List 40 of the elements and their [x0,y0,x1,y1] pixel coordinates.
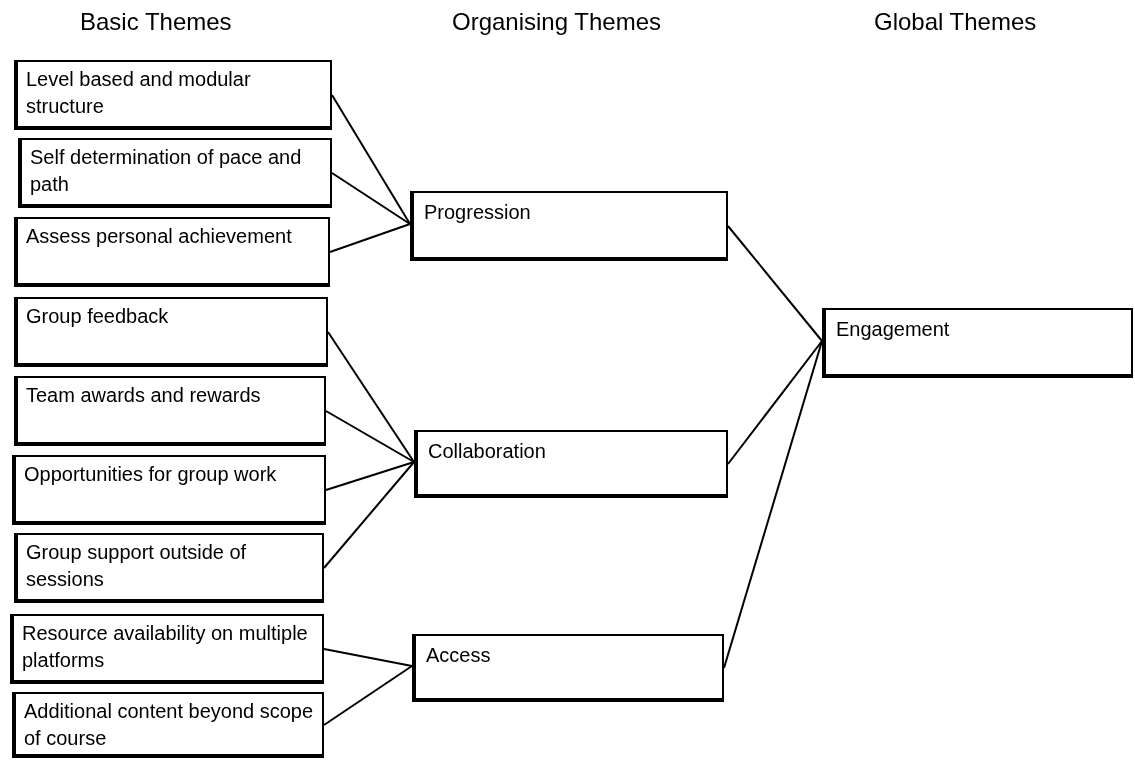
connector-line [325,410,415,463]
theme-box [414,430,728,498]
connector-line [727,225,823,342]
theme-text: Group feedback [26,304,170,329]
connector-line [327,331,415,463]
theme-text: Collaboration [428,439,547,464]
theme-box [12,692,324,758]
theme-box [12,455,326,525]
theme-text: Self determination of pace and path [30,145,303,197]
connector-line [323,648,413,667]
connector-line [727,340,823,465]
connector-line [323,665,413,726]
theme-box [10,614,324,684]
connector-line [323,461,415,569]
theme-box [822,308,1133,378]
theme-box [14,533,324,603]
theme-text: Additional content beyond scope of course [24,699,315,751]
theme-text: Level based and modular structure [26,67,252,119]
theme-box [18,138,332,208]
theme-box [14,60,332,130]
theme-text: Team awards and rewards [26,383,262,408]
theme-text: Group support outside of sessions [26,540,248,592]
theme-box [14,297,328,367]
theme-text: Opportunities for group work [24,462,278,487]
column-heading: Organising Themes [452,8,661,36]
connector-line [329,223,411,253]
connector-line [325,461,415,491]
column-heading: Global Themes [874,8,1037,36]
theme-box [14,376,326,446]
theme-text: Engagement [836,317,951,342]
column-heading: Basic Themes [80,8,232,36]
connector-line [331,172,411,225]
connector-line [331,94,411,225]
theme-text: Resource availability on multiple platforms [22,621,309,673]
theme-box [14,217,330,287]
theme-box [412,634,724,702]
theme-text: Access [426,643,492,668]
theme-text: Assess personal achievement [26,224,293,249]
theme-text: Progression [424,200,532,225]
theme-box [410,191,728,261]
